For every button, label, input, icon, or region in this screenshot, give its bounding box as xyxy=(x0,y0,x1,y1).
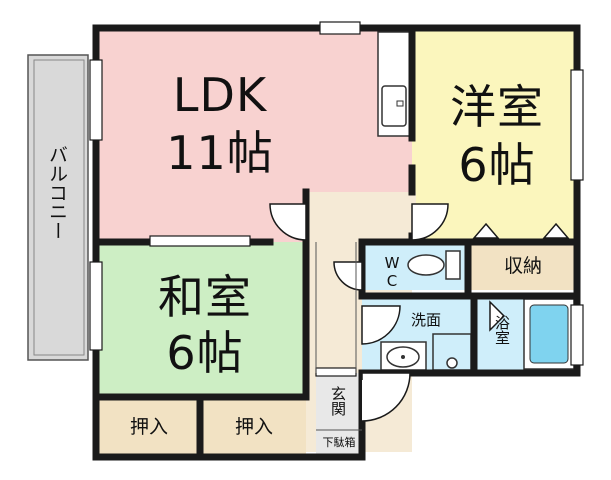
kitchen-sink xyxy=(381,85,407,127)
japanese-room xyxy=(96,242,306,397)
doors xyxy=(269,203,570,422)
bath-label: 浴室 xyxy=(493,315,511,345)
closet-label: 収納 xyxy=(503,255,542,277)
japanese-size: 6帖 xyxy=(166,326,244,380)
windows xyxy=(89,21,584,377)
oshiire-left-area xyxy=(96,397,200,457)
balcony-label: バルコニー xyxy=(46,145,68,240)
washroom-label: 洗面 xyxy=(410,311,441,329)
ldk-size: 11帖 xyxy=(166,126,274,180)
toilet xyxy=(407,250,461,280)
corridor-upper xyxy=(306,192,416,242)
western-name: 洋室 xyxy=(450,80,544,134)
closet-area xyxy=(468,242,577,290)
wc-label: WC xyxy=(383,254,401,290)
oshiire-right-area xyxy=(200,397,306,457)
entrance-label: 玄関 xyxy=(329,386,347,416)
ldk-name: LDK xyxy=(172,68,268,122)
oshiire-left-label: 押入 xyxy=(129,416,168,438)
entrance-area xyxy=(316,373,362,457)
japanese-name: 和室 xyxy=(158,270,252,324)
shoe-box-label: 下駄箱 xyxy=(322,436,356,449)
balcony xyxy=(27,54,89,361)
oshiire-right-label: 押入 xyxy=(234,416,273,438)
western-size: 6帖 xyxy=(458,138,536,192)
corridor-lines xyxy=(315,242,362,431)
